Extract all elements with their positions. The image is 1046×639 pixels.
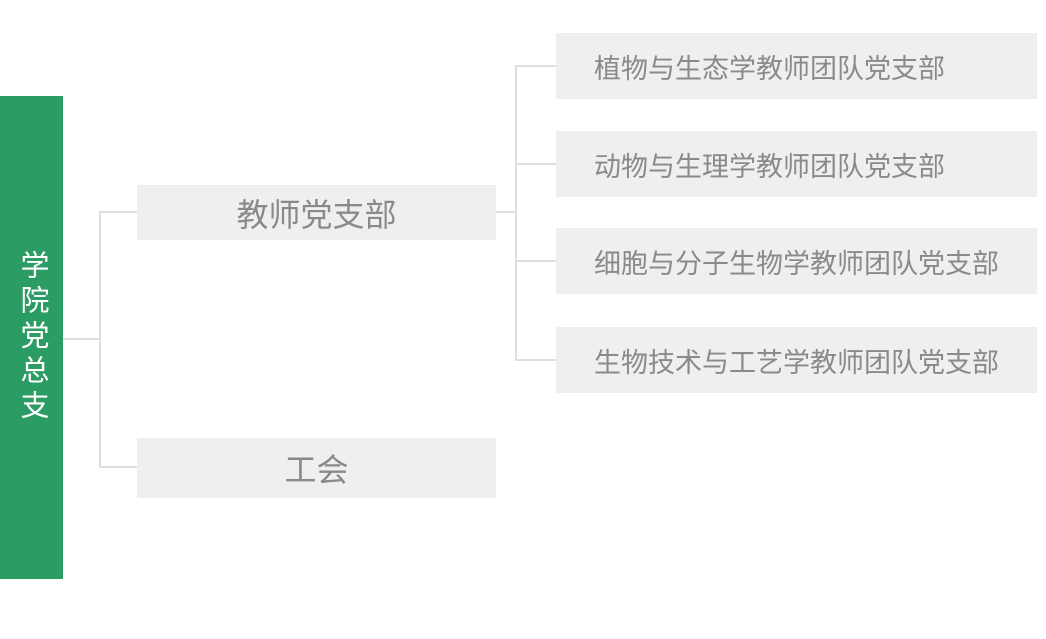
leaf-node-biotech-technology: 生物技术与工艺学教师团队党支部 xyxy=(556,327,1037,393)
branch-node-teachers: 教师党支部 xyxy=(137,185,496,240)
leaf-node-animal-physiology: 动物与生理学教师团队党支部 xyxy=(556,131,1037,197)
connector-stub-leaf-3 xyxy=(515,260,556,262)
branch-node-union-label: 工会 xyxy=(284,452,349,488)
leaf-node-cell-molecular-label: 细胞与分子生物学教师团队党支部 xyxy=(594,248,999,279)
connector-stub-union xyxy=(99,466,137,468)
leaf-node-cell-molecular: 细胞与分子生物学教师团队党支部 xyxy=(556,228,1037,294)
leaf-node-plant-ecology: 植物与生态学教师团队党支部 xyxy=(556,33,1037,99)
connector-teachers-feeder xyxy=(496,211,517,213)
branch-node-teachers-label: 教师党支部 xyxy=(236,196,397,233)
root-node: 学院党总支 xyxy=(0,96,63,579)
connector-left-trunk xyxy=(99,211,101,468)
connector-right-trunk xyxy=(515,65,517,361)
connector-stub-leaf-2 xyxy=(515,163,556,165)
leaf-node-biotech-technology-label: 生物技术与工艺学教师团队党支部 xyxy=(594,347,999,378)
connector-stub-leaf-1 xyxy=(515,65,556,67)
branch-node-union: 工会 xyxy=(137,438,496,498)
connector-root-feeder xyxy=(63,338,101,340)
connector-stub-leaf-4 xyxy=(515,359,556,361)
leaf-node-plant-ecology-label: 植物与生态学教师团队党支部 xyxy=(594,53,945,84)
connector-stub-teachers xyxy=(99,211,137,213)
root-node-label: 学院党总支 xyxy=(16,250,48,425)
leaf-node-animal-physiology-label: 动物与生理学教师团队党支部 xyxy=(594,151,945,182)
